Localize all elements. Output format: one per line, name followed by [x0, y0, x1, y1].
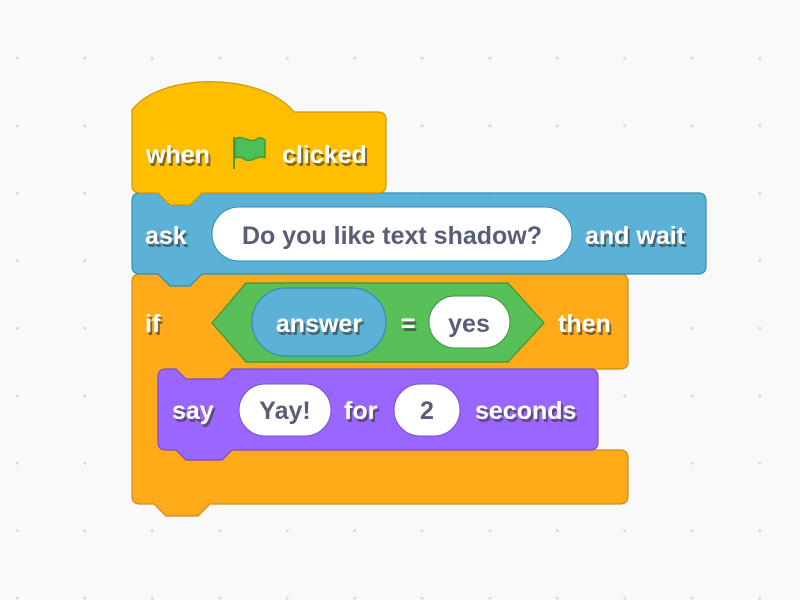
- message-text: Yay!: [259, 397, 310, 425]
- say-for-seconds-block[interactable]: say Yay! for 2 seconds: [157, 368, 599, 461]
- question-input[interactable]: [211, 206, 573, 262]
- question-text: Do you like text shadow?: [242, 222, 542, 250]
- clicked-label: clicked: [282, 141, 367, 169]
- for-label: for: [344, 397, 378, 425]
- answer-reporter-label: answer: [276, 310, 362, 338]
- equals-operator-block[interactable]: answer = yes: [211, 282, 545, 363]
- if-label: if: [145, 310, 161, 338]
- when-flag-clicked-hat-block[interactable]: when clicked: [131, 81, 387, 206]
- compare-value-input[interactable]: [428, 295, 511, 349]
- ask-label: ask: [145, 222, 187, 250]
- duration-input[interactable]: [393, 383, 461, 437]
- equals-sign: =: [401, 310, 416, 338]
- say-label: say: [172, 397, 214, 425]
- message-input[interactable]: [238, 383, 332, 437]
- when-label: when: [145, 141, 210, 169]
- green-flag-icon: [233, 136, 266, 169]
- duration-text: 2: [420, 397, 434, 425]
- answer-reporter[interactable]: [251, 287, 387, 357]
- compare-value-text: yes: [448, 310, 490, 338]
- and-wait-label: and wait: [585, 222, 686, 250]
- then-label: then: [558, 310, 611, 338]
- seconds-label: seconds: [475, 397, 576, 425]
- ask-and-wait-block[interactable]: ask Do you like text shadow? and wait: [131, 192, 707, 287]
